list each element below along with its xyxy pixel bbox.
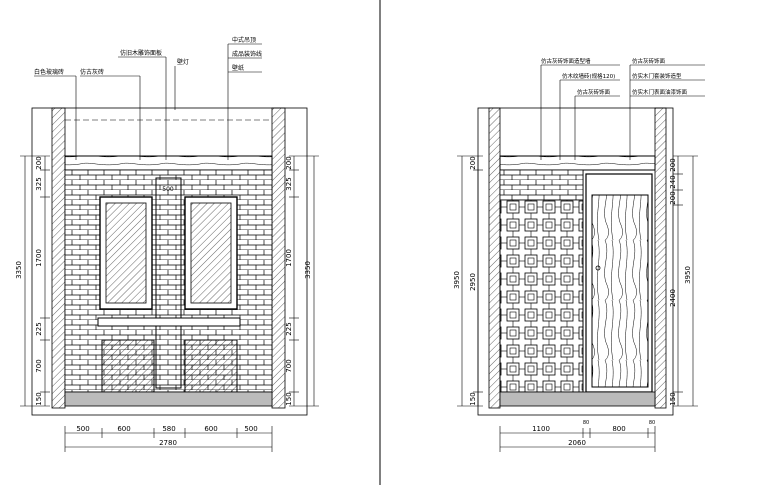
dim-left-150: 150 bbox=[35, 392, 43, 405]
dim-r-bottom-1100: 1100 bbox=[532, 425, 550, 433]
callout-molding: 成品装饰线 bbox=[232, 50, 262, 58]
callout-grey-brick: 仿古灰砖 bbox=[80, 68, 104, 76]
dim-r-left-total: 3950 bbox=[453, 271, 461, 289]
callout-r-grey-brick-2: 仿古灰砖饰面 bbox=[632, 57, 666, 65]
dim-r-bottom-80a: 80 bbox=[583, 420, 589, 426]
dim-right-325: 325 bbox=[285, 177, 293, 190]
callout-r-door-paint: 仿实木门表面油漆饰面 bbox=[632, 88, 688, 96]
dim-r-right-total: 3950 bbox=[684, 266, 692, 284]
dim-right-total: 3350 bbox=[304, 261, 312, 279]
bottom-dimension bbox=[64, 426, 273, 452]
right-mirror bbox=[184, 196, 238, 310]
dim-bottom-500a: 500 bbox=[76, 425, 89, 433]
dim-r-right-200b: 200 bbox=[669, 191, 677, 204]
left-mirror bbox=[99, 196, 153, 310]
callout-glass-brick: 白色玻璃砖 bbox=[34, 68, 64, 76]
left-wall-column-right bbox=[271, 107, 286, 409]
callout-wood-panel: 仿旧木雕饰面板 bbox=[120, 49, 162, 57]
center-strip-dim: 500 bbox=[162, 186, 174, 193]
right-vertical-dimension bbox=[289, 155, 319, 407]
dim-right-225: 225 bbox=[285, 322, 293, 335]
callout-wall-lamp: 壁灯 bbox=[177, 58, 189, 66]
dim-r-right-200a: 200 bbox=[669, 158, 677, 171]
dim-r-bottom-800: 800 bbox=[612, 425, 625, 433]
left-wall-column-left bbox=[51, 107, 66, 409]
right-elev-left-dimension bbox=[457, 155, 483, 407]
callout-ceiling: 中式吊顶 bbox=[232, 36, 256, 44]
vanity-cabinet-right bbox=[184, 339, 238, 393]
callout-r-wood-tile: 仿木纹墙砖(规格120) bbox=[562, 72, 615, 80]
dim-right-200: 200 bbox=[285, 156, 293, 169]
door-handle bbox=[595, 265, 601, 271]
dim-left-1700: 1700 bbox=[35, 249, 43, 267]
center-brick-strip bbox=[155, 177, 182, 389]
dim-left-325: 325 bbox=[35, 177, 43, 190]
dim-bottom-500b: 500 bbox=[244, 425, 257, 433]
lattice-wall bbox=[499, 169, 584, 393]
right-wall-column-right bbox=[654, 107, 667, 409]
right-elev-bottom-dimension bbox=[499, 426, 656, 452]
dim-r-left-150: 150 bbox=[469, 392, 477, 405]
dim-r-bottom-80b: 80 bbox=[649, 420, 655, 426]
dim-r-left-2950: 2950 bbox=[469, 273, 477, 291]
right-elev-right-dimension bbox=[673, 155, 698, 407]
door-panel bbox=[591, 194, 649, 388]
dim-right-700: 700 bbox=[285, 359, 293, 372]
vanity-cabinet-left bbox=[101, 339, 155, 393]
dim-left-total: 3350 bbox=[15, 261, 23, 279]
dim-r-right-150: 150 bbox=[669, 392, 677, 405]
callout-wallpaper: 壁纸 bbox=[232, 64, 244, 72]
right-ceiling-band bbox=[499, 155, 656, 171]
dim-r-left-200: 200 bbox=[469, 156, 477, 169]
left-ceiling-band bbox=[64, 155, 273, 171]
callout-r-brick-wall: 仿古灰砖饰面造型墙 bbox=[541, 57, 591, 65]
right-floor-base bbox=[499, 391, 656, 407]
dim-bottom-600a: 600 bbox=[117, 425, 130, 433]
lattice-top-brick bbox=[499, 169, 584, 201]
dim-r-right-2400: 2400 bbox=[669, 289, 677, 307]
dim-left-225: 225 bbox=[35, 322, 43, 335]
dim-r-right-240: 240 bbox=[669, 175, 677, 188]
vanity-counter bbox=[97, 317, 241, 327]
left-floor-base bbox=[64, 391, 273, 407]
dim-r-bottom-total: 2060 bbox=[568, 439, 586, 447]
callout-r-door-frame: 仿实木门套装饰造型 bbox=[632, 72, 682, 80]
callout-r-grey-brick: 仿古灰砖饰面 bbox=[577, 88, 611, 96]
right-wall-column-left bbox=[488, 107, 501, 409]
dim-left-700: 700 bbox=[35, 359, 43, 372]
left-vertical-dimension bbox=[20, 155, 50, 407]
dim-bottom-total: 2780 bbox=[159, 439, 177, 447]
dim-bottom-580: 580 bbox=[162, 425, 175, 433]
right-elevation: 仿古灰砖饰面造型墙 仿木纹墙砖(规格120) 仿古灰砖饰面 仿古灰砖饰面 仿实木… bbox=[453, 57, 705, 452]
dim-right-150: 150 bbox=[285, 392, 293, 405]
dim-right-1700: 1700 bbox=[285, 249, 293, 267]
dim-bottom-600b: 600 bbox=[204, 425, 217, 433]
dim-left-200: 200 bbox=[35, 156, 43, 169]
left-elevation: 中式吊顶 成品装饰线 壁纸 白色玻璃砖 仿古灰砖 仿旧木雕饰面板 壁灯 200 … bbox=[15, 36, 319, 452]
left-wall-outline bbox=[31, 107, 308, 416]
